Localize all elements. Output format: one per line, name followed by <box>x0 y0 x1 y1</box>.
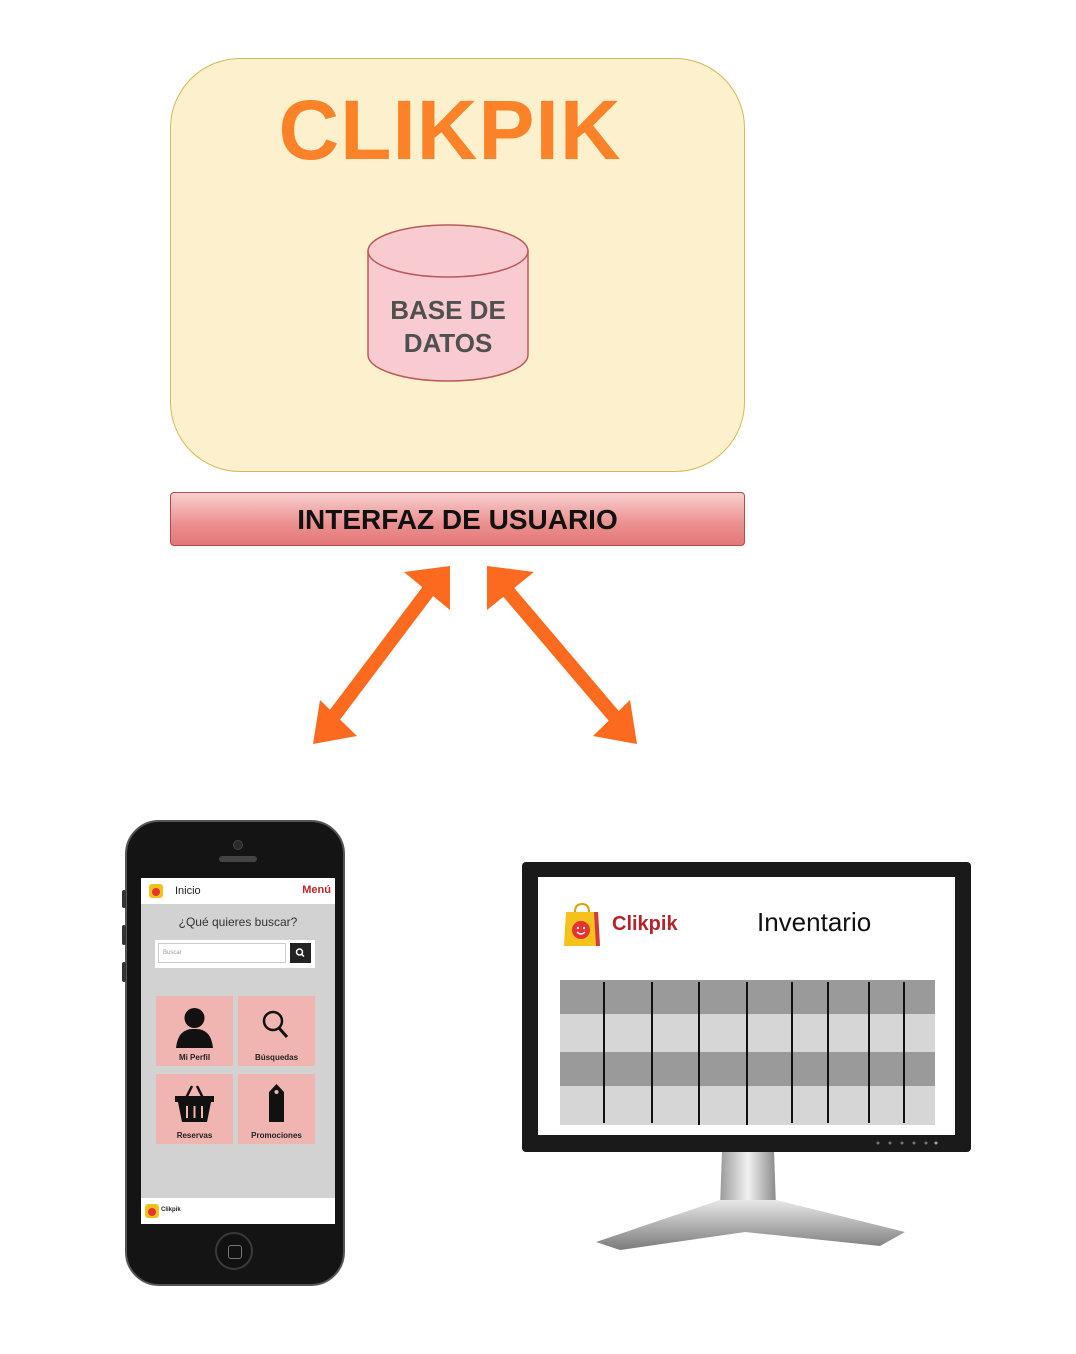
phone-camera <box>233 840 243 850</box>
phone-speaker <box>219 856 257 862</box>
magnifier-icon <box>262 1010 289 1038</box>
mobile-home-title[interactable]: Inicio <box>175 885 201 897</box>
tile-label: Búsquedas <box>254 1053 299 1062</box>
tile-promociones[interactable]: Promociones <box>238 1074 315 1144</box>
system-title: CLIKPIK <box>278 83 622 177</box>
user-icon <box>176 1008 213 1048</box>
arrow-to-desktop <box>487 566 637 744</box>
mobile-header: Inicio Menú <box>141 878 335 904</box>
basket-icon <box>175 1085 214 1122</box>
phone-side-button <box>122 890 126 908</box>
arrow-to-mobile <box>313 566 450 744</box>
phone-volume-down <box>122 962 126 982</box>
desktop-app-screen: Clikpik Inventario <box>538 877 955 1135</box>
database-cylinder-icon <box>367 224 529 382</box>
user-interface-label: INTERFAZ DE USUARIO <box>297 504 618 535</box>
tile-busquedas[interactable]: Búsquedas <box>238 996 315 1066</box>
table-column-dividers <box>603 982 905 1125</box>
monitor-control-buttons <box>876 1141 938 1145</box>
tile-label: Mi Perfil <box>178 1053 211 1062</box>
inventory-table <box>560 980 935 1125</box>
mobile-app-screen: Inicio Menú ¿Qué quieres buscar? Buscar … <box>141 878 335 1224</box>
desktop-brand: Clikpik <box>612 913 678 935</box>
mobile-search-button[interactable] <box>290 943 311 963</box>
mobile-footer: Clikpik <box>141 1198 335 1224</box>
tile-reservas[interactable]: Reservas <box>156 1074 233 1144</box>
tag-icon <box>269 1084 284 1122</box>
database-label: BASE DE DATOS <box>390 295 506 358</box>
clikpik-logo-icon <box>149 884 163 898</box>
desktop-page-title: Inventario <box>757 907 872 937</box>
tile-label: Reservas <box>176 1131 213 1140</box>
tile-label: Promociones <box>251 1131 302 1140</box>
user-interface-bar: INTERFAZ DE USUARIO <box>170 492 745 546</box>
tile-mi-perfil[interactable]: Mi Perfil <box>156 996 233 1066</box>
mobile-search-input[interactable]: Buscar <box>158 943 286 963</box>
phone-home-button <box>215 1232 253 1270</box>
phone-volume-up <box>122 925 126 945</box>
mobile-search-bar: Buscar <box>155 940 315 968</box>
mobile-menu-button[interactable]: Menú <box>302 884 331 896</box>
search-icon <box>295 948 305 958</box>
mobile-footer-brand: Clikpik <box>161 1207 181 1213</box>
clikpik-logo-icon <box>145 1204 159 1218</box>
mobile-search-question: ¿Qué quieres buscar? <box>178 915 298 929</box>
clikpik-bag-logo-icon <box>564 902 600 946</box>
